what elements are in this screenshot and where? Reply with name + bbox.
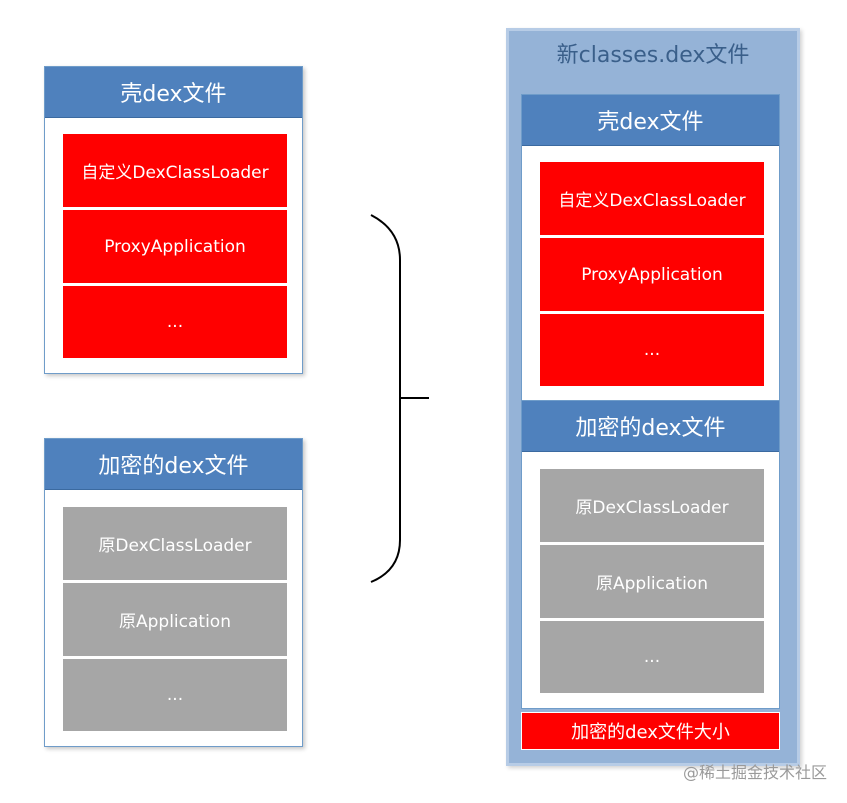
merged-shell-dex-title: 壳dex文件 (597, 110, 704, 135)
watermark: @稀土掘金技术社区 (682, 763, 827, 782)
merged-shell-dex-panel: 壳dex文件 自定义DexClassLoader ProxyApplicatio… (521, 94, 780, 402)
custom-dexclassloader-cell: 自定义DexClassLoader (63, 134, 287, 207)
original-dexclassloader-cell: 原DexClassLoader (540, 469, 764, 542)
merged-encrypted-dex-title: 加密的dex文件 (575, 416, 726, 441)
proxyapplication-cell: ProxyApplication (540, 238, 764, 311)
encrypted-dex-title: 加密的dex文件 (98, 454, 249, 479)
new-classes-dex-container: 新classes.dex文件 壳dex文件 自定义DexClassLoader … (506, 28, 800, 766)
merged-encrypted-dex-header: 加密的dex文件 (522, 401, 779, 452)
proxyapplication-cell: ProxyApplication (63, 210, 287, 283)
merge-brace (370, 214, 429, 583)
merged-shell-dex-header: 壳dex文件 (522, 95, 779, 146)
original-dexclassloader-cell: 原DexClassLoader (63, 507, 287, 580)
shell-dex-header: 壳dex文件 (45, 67, 302, 118)
ellipsis-cell: ... (540, 314, 764, 386)
shell-dex-title: 壳dex文件 (120, 82, 227, 107)
original-application-cell: 原Application (63, 583, 287, 656)
encrypted-dex-panel: 加密的dex文件 原DexClassLoader 原Application ..… (44, 438, 303, 747)
ellipsis-cell: ... (540, 621, 764, 693)
encrypted-dex-header: 加密的dex文件 (45, 439, 302, 490)
ellipsis-cell: ... (63, 286, 287, 358)
shell-dex-panel: 壳dex文件 自定义DexClassLoader ProxyApplicatio… (44, 66, 303, 374)
original-application-cell: 原Application (540, 545, 764, 618)
ellipsis-cell: ... (63, 659, 287, 731)
custom-dexclassloader-cell: 自定义DexClassLoader (540, 162, 764, 235)
new-classes-dex-title: 新classes.dex文件 (556, 43, 750, 68)
merged-encrypted-dex-panel: 加密的dex文件 原DexClassLoader 原Application ..… (521, 400, 780, 709)
encrypted-dex-size-field: 加密的dex文件大小 (521, 712, 780, 750)
